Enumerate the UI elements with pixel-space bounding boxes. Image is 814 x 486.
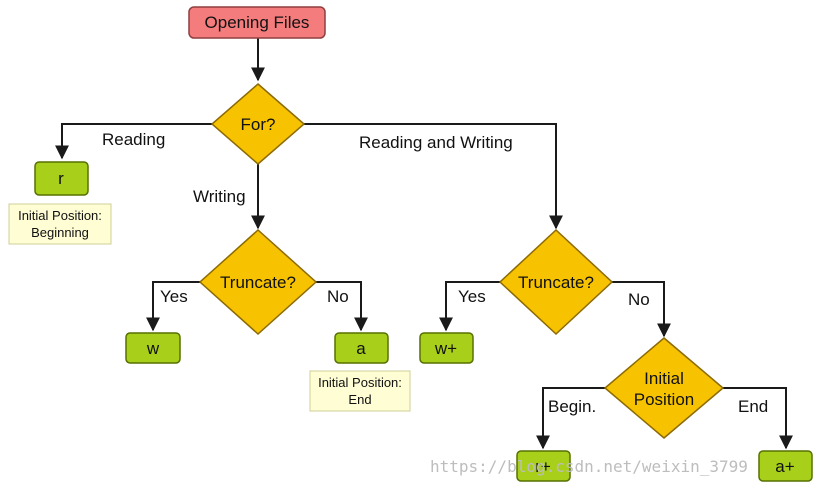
decision-initial-position: Initial Position	[603, 337, 725, 439]
note-a-initial-position: Initial Position: End	[309, 370, 411, 412]
edge-truncate-write-to-a	[316, 281, 368, 332]
edge-labels: Reading Writing Reading and Writing Yes …	[102, 130, 768, 416]
edge-initial-position-to-aplus	[723, 387, 793, 450]
edge-label-begin: Begin.	[548, 397, 596, 416]
note-r-line2: Beginning	[31, 225, 89, 240]
decision-truncate-write: Truncate?	[198, 228, 318, 336]
edges	[55, 38, 793, 450]
mode-w-plus-label: w+	[434, 339, 457, 358]
mode-r-box	[34, 161, 89, 196]
edge-label-yes-write: Yes	[160, 287, 188, 306]
decision-initial-position-label-line1: Initial	[644, 369, 684, 388]
edge-for-to-truncate-readwrite	[304, 123, 563, 230]
mode-w-label: w	[146, 339, 160, 358]
mode-r-plus-label: r+	[535, 457, 551, 476]
edge-label-no-write: No	[327, 287, 349, 306]
note-r-initial-position: Initial Position: Beginning	[8, 203, 112, 245]
start-node-label: Opening Files	[205, 13, 310, 32]
mode-a: a	[334, 332, 389, 364]
decision-for: For?	[210, 83, 306, 165]
mode-r: r	[34, 161, 89, 196]
note-r-box	[8, 203, 112, 245]
node-opening-files: Opening Files	[188, 6, 326, 39]
decision-truncate-readwrite-label: Truncate?	[518, 273, 594, 292]
decision-truncate-readwrite: Truncate?	[498, 228, 614, 336]
mode-a-plus: a+	[758, 450, 813, 482]
mode-r-plus: r+	[516, 450, 571, 482]
edge-label-no-readwrite: No	[628, 290, 650, 309]
edge-for-to-r	[55, 123, 212, 160]
note-a-line1: Initial Position:	[318, 375, 402, 390]
note-a-box	[309, 370, 411, 412]
mode-r-label: r	[58, 169, 64, 188]
edge-truncate-readwrite-to-initial-position	[612, 281, 671, 338]
edge-truncate-write-to-w	[146, 281, 200, 332]
edge-label-end: End	[738, 397, 768, 416]
mode-a-box	[334, 332, 389, 364]
mode-a-plus-box	[758, 450, 813, 482]
decision-truncate-write-label: Truncate?	[220, 273, 296, 292]
decision-initial-position-label-line2: Position	[634, 390, 694, 409]
edge-initial-position-to-rplus	[536, 387, 605, 450]
start-node-box	[188, 6, 326, 39]
decision-truncate-write-shape	[198, 228, 318, 336]
decision-truncate-readwrite-shape	[498, 228, 614, 336]
edge-label-yes-readwrite: Yes	[458, 287, 486, 306]
edge-label-writing: Writing	[193, 187, 246, 206]
mode-w: w	[125, 332, 181, 364]
edge-truncate-readwrite-to-wplus	[439, 281, 500, 332]
note-r-line1: Initial Position:	[18, 208, 102, 223]
edge-label-reading: Reading	[102, 130, 165, 149]
decision-initial-position-shape	[603, 337, 725, 439]
decision-for-shape	[210, 83, 306, 165]
mode-a-plus-label: a+	[775, 457, 794, 476]
mode-w-box	[125, 332, 181, 364]
decision-for-label: For?	[241, 115, 276, 134]
note-a-line2: End	[348, 392, 371, 407]
mode-w-plus: w+	[419, 332, 474, 364]
mode-w-plus-box	[419, 332, 474, 364]
edge-label-reading-and-writing: Reading and Writing	[359, 133, 513, 152]
mode-a-label: a	[356, 339, 366, 358]
watermark: https://blog.csdn.net/weixin_3799	[430, 457, 748, 476]
mode-r-plus-box	[516, 450, 571, 482]
